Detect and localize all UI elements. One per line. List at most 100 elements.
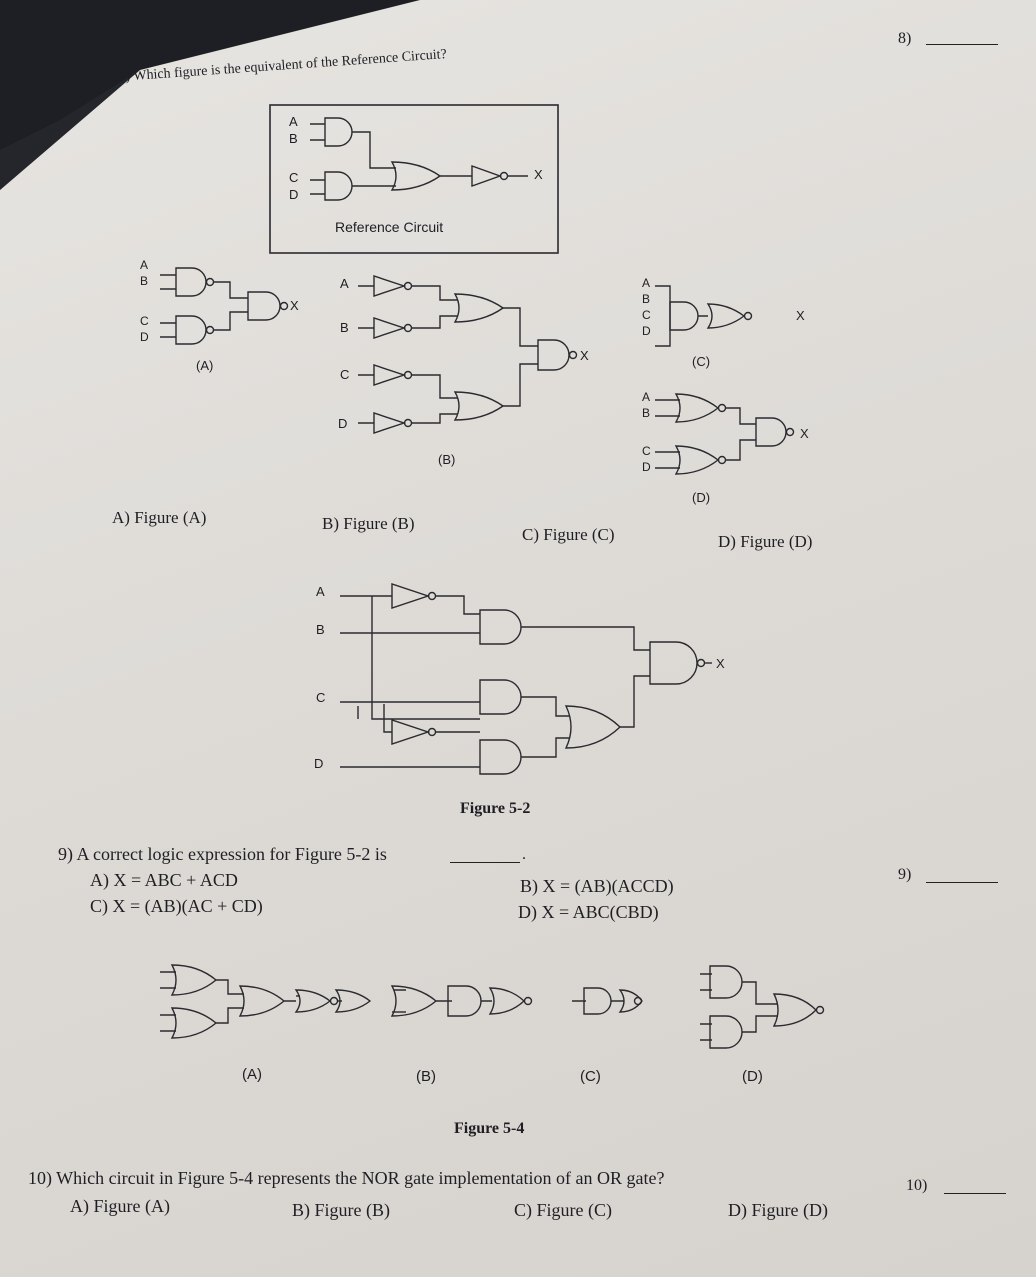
fig-a-input-d: D bbox=[140, 330, 149, 344]
q8-option-b[interactable]: B) Figure (B) bbox=[322, 514, 415, 533]
fig-a-input-b: B bbox=[140, 274, 149, 288]
fig54-b-gate-1 bbox=[390, 985, 438, 1017]
fig54-a-gate-2 bbox=[160, 1007, 218, 1039]
fig-c-input-d: D bbox=[642, 324, 651, 338]
fig-a-output-x: X bbox=[290, 298, 299, 313]
fig-c-input-b: B bbox=[642, 292, 651, 306]
fig52-output-x: X bbox=[716, 656, 725, 671]
question-9-text: 9) A correct logic expression for Figure… bbox=[58, 844, 387, 864]
fig54-a-gate-4 bbox=[284, 989, 339, 1013]
fig-b-output-x: X bbox=[580, 348, 589, 363]
fig52-and-gate-3 bbox=[479, 739, 522, 775]
fig-d-input-c: C bbox=[642, 444, 651, 458]
q8-option-c[interactable]: C) Figure (C) bbox=[522, 525, 615, 544]
fig-b-input-c: C bbox=[340, 367, 350, 382]
answer-blank-10[interactable] bbox=[944, 1193, 1006, 1194]
fig54-label-b: (B) bbox=[416, 1068, 436, 1085]
fig-b-label: (B) bbox=[438, 452, 456, 467]
fig52-input-c: C bbox=[316, 690, 326, 705]
fig54-d-gate-2 bbox=[700, 1015, 743, 1049]
answer-blank-8[interactable] bbox=[926, 44, 998, 45]
figure-a-nand-1 bbox=[160, 267, 215, 297]
fig-c-input-a: A bbox=[642, 276, 651, 290]
reference-and-gate-1 bbox=[310, 117, 353, 147]
q9-option-d[interactable]: D) X = ABC(CBD) bbox=[518, 902, 659, 922]
fig-d-input-d: D bbox=[642, 460, 651, 474]
fig-d-label: (D) bbox=[692, 490, 711, 505]
figure-b-inverter-a bbox=[358, 275, 413, 297]
q10-option-b[interactable]: B) Figure (B) bbox=[292, 1200, 390, 1220]
fig52-inverter-c bbox=[383, 704, 480, 745]
fig54-b-gate-2 bbox=[436, 985, 482, 1017]
fig54-b-gate-3 bbox=[481, 987, 533, 1015]
fig52-and-gate-2 bbox=[479, 679, 522, 715]
figure-b-inverter-c bbox=[358, 364, 413, 386]
figure-b-inverter-b bbox=[358, 317, 413, 339]
fig52-input-d: D bbox=[314, 756, 324, 771]
fig54-a-gate-1 bbox=[160, 964, 218, 996]
figure-a-nand-3 bbox=[214, 281, 289, 331]
fig52-or-gate bbox=[521, 675, 650, 758]
ref-input-b: B bbox=[289, 131, 298, 146]
q9-option-b[interactable]: B) X = (AB)(ACCD) bbox=[520, 876, 674, 896]
q10-option-a[interactable]: A) Figure (A) bbox=[70, 1196, 170, 1216]
fig52-inverter-a bbox=[372, 583, 480, 615]
answer-label-8: 8) bbox=[898, 30, 912, 47]
fig54-c-gate bbox=[572, 987, 643, 1015]
ref-input-d: D bbox=[289, 187, 299, 202]
answer-label-9: 9) bbox=[898, 866, 912, 883]
fig52-input-a: A bbox=[316, 584, 325, 599]
fig54-label-a: (A) bbox=[242, 1066, 262, 1083]
figure-b-inverter-d bbox=[358, 412, 413, 434]
fig54-a-gate-5 bbox=[334, 989, 372, 1013]
figure-b-or-gate-1 bbox=[412, 285, 505, 329]
reference-caption: Reference Circuit bbox=[335, 219, 444, 235]
fig-b-input-b: B bbox=[340, 320, 349, 335]
reference-circuit-box bbox=[269, 104, 559, 254]
reference-inverter bbox=[440, 165, 528, 187]
fig54-d-gate-3 bbox=[742, 981, 825, 1033]
q9-option-a[interactable]: A) X = ABC + ACD bbox=[90, 870, 238, 890]
fig54-label-c: (C) bbox=[580, 1068, 601, 1085]
answer-label-10: 10) bbox=[906, 1177, 928, 1194]
q10-option-d[interactable]: D) Figure (D) bbox=[728, 1200, 828, 1220]
fig52-input-b: B bbox=[316, 622, 325, 637]
fig-b-input-d: D bbox=[338, 416, 348, 431]
figure-b-and-gate bbox=[503, 307, 578, 407]
q8-option-d[interactable]: D) Figure (D) bbox=[718, 532, 813, 551]
figure-a-nand-2 bbox=[160, 315, 215, 345]
ref-input-a: A bbox=[289, 114, 298, 129]
figure-5-2-caption: Figure 5-2 bbox=[460, 800, 531, 817]
q8-option-a[interactable]: A) Figure (A) bbox=[112, 508, 207, 527]
figure-c-and-gate bbox=[655, 285, 699, 347]
fig54-label-d: (D) bbox=[742, 1068, 763, 1085]
figure-d-or-gate-1 bbox=[655, 393, 727, 423]
q9-option-c[interactable]: C) X = (AB)(AC + CD) bbox=[90, 896, 263, 916]
figure-5-4-caption: Figure 5-4 bbox=[454, 1120, 525, 1137]
question-9-blank bbox=[450, 862, 520, 863]
fig-d-output-x: X bbox=[800, 426, 809, 441]
figure-c-inverter bbox=[698, 303, 753, 329]
fig-a-input-c: C bbox=[140, 314, 149, 328]
reference-and-gate-2 bbox=[310, 171, 353, 201]
ref-output-x: X bbox=[534, 167, 543, 182]
fig-c-label: (C) bbox=[692, 354, 711, 369]
fig-a-label: (A) bbox=[196, 358, 214, 373]
ref-input-c: C bbox=[289, 170, 299, 185]
fig52-and-gate-1 bbox=[479, 609, 650, 651]
figure-b-or-gate-2 bbox=[412, 374, 505, 424]
fig-c-input-c: C bbox=[642, 308, 651, 322]
fig52-input-lines bbox=[340, 595, 480, 768]
question-9-dot: . bbox=[522, 846, 526, 863]
answer-blank-9[interactable] bbox=[926, 882, 998, 883]
figure-d-and-gate bbox=[726, 407, 795, 461]
fig52-nand-output bbox=[649, 641, 712, 685]
fig-c-output-x: X bbox=[796, 308, 805, 323]
fig54-a-gate-3 bbox=[216, 979, 286, 1024]
fig-a-input-a: A bbox=[140, 258, 149, 272]
fig54-d-gate-1 bbox=[700, 965, 743, 999]
q10-option-c[interactable]: C) Figure (C) bbox=[514, 1200, 612, 1220]
figure-d-or-gate-2 bbox=[655, 445, 727, 475]
